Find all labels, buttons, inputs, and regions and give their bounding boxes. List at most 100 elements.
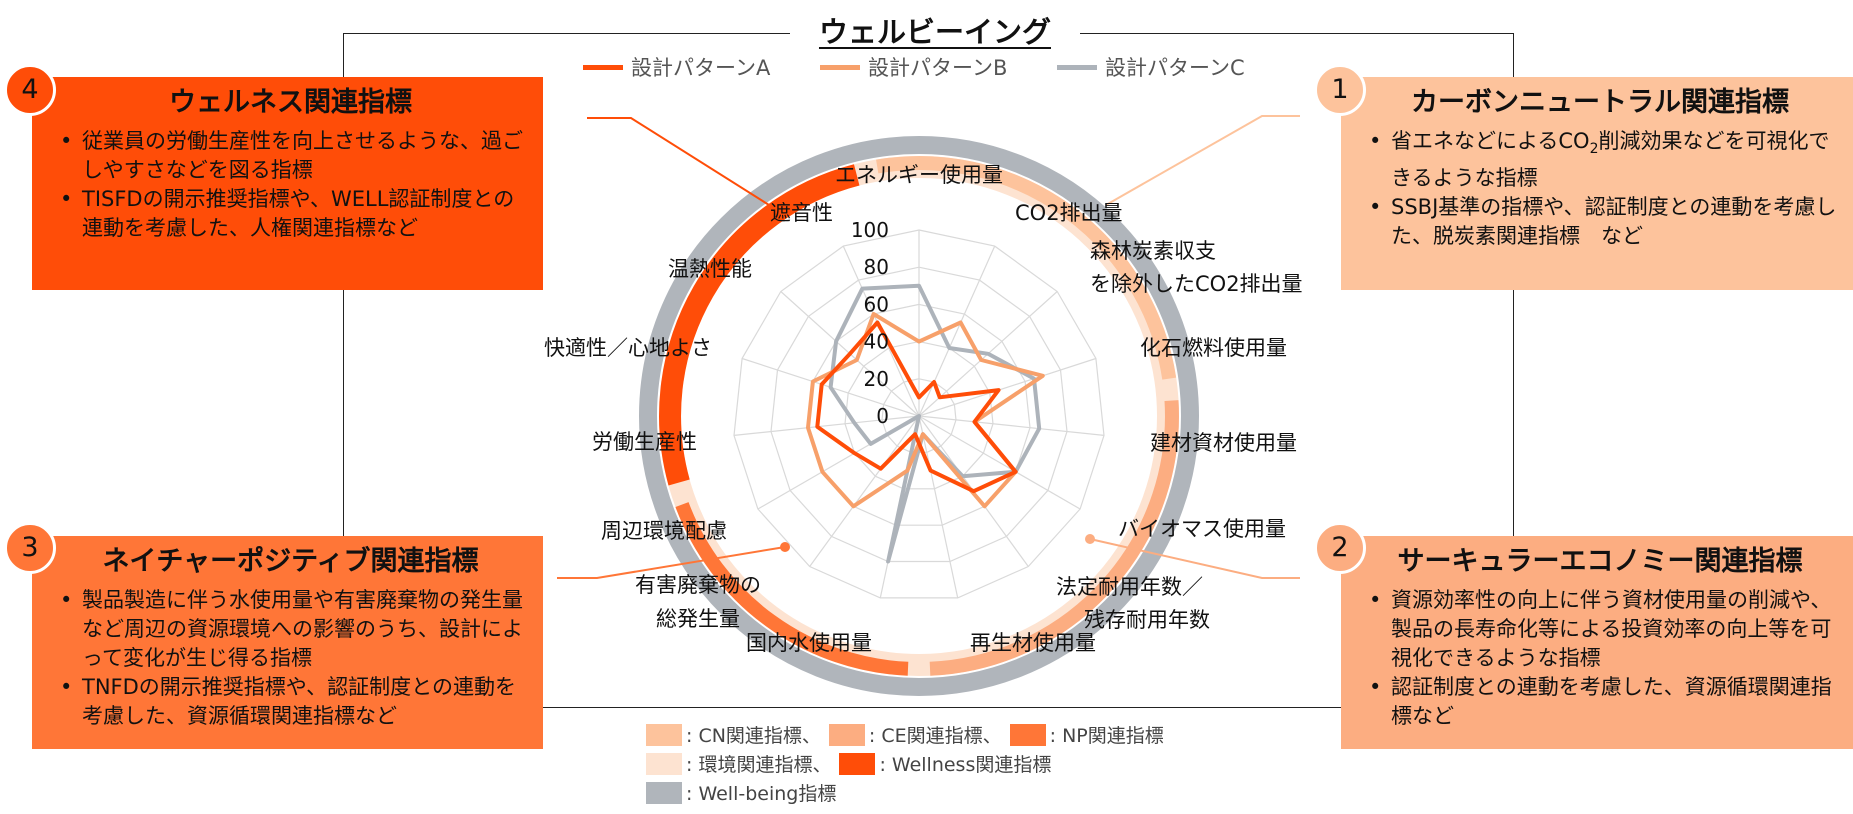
panel-nature-bullet-2: TNFDの開示推奨指標や、認証制度との連動を考慮した、資源循環関連指標など — [60, 673, 527, 731]
badge-wellness: 4 — [4, 64, 56, 116]
connector-circular-dot — [1085, 534, 1095, 544]
panel-carbon-bullet-2: SSBJ基準の指標や、認証制度との連動を考慮した、脱炭素関連指標 など — [1369, 193, 1837, 251]
series-line-c — [828, 283, 1042, 564]
legend-np: : NP関連指標 — [1009, 721, 1164, 748]
spoke-5 — [918, 415, 1081, 510]
legend-env-label: : 環境関連指標、 — [686, 754, 832, 776]
category-rings — [639, 136, 1199, 696]
legend-swatch-c — [1057, 64, 1097, 70]
category-legend-row-2: : 環境関連指標、 : Wellness関連指標 — [646, 749, 1172, 778]
panel-carbon-list: 省エネなどによるCO2削減効果などを可視化できるような指標 SSBJ基準の指標や… — [1363, 127, 1837, 251]
panel-nature-list: 製品製造に伴う水使用量や有害廃棄物の発生量など周辺の資源環境への影響のうち、設計… — [54, 586, 527, 731]
panel-wellness-title: ウェルネス関連指標 — [169, 87, 412, 118]
axis-label-13: 温熱性能 — [668, 257, 752, 281]
panel-carbon-bullet-1-pre: 省エネなどによるCO — [1391, 129, 1590, 153]
panel-wellness-bullet-1: 従業員の労働生産性を向上させるような、過ごしやすさなどを図る指標 — [60, 127, 527, 185]
legend-env: : 環境関連指標、 — [646, 750, 831, 777]
connector-nature — [557, 546, 786, 579]
badge-nature: 3 — [4, 522, 56, 574]
axis-label-3: 化石燃料使用量 — [1140, 336, 1287, 360]
axis-label-11: 労働生産性 — [592, 430, 697, 454]
panel-circular-bullet-2: 認証制度との連動を考慮した、資源循環関連指標など — [1369, 673, 1837, 731]
legend-np-label: : NP関連指標 — [1049, 725, 1164, 747]
panel-nature: ネイチャーポジティブ関連指標 製品製造に伴う水使用量や有害廃棄物の発生量など周辺… — [32, 536, 543, 749]
legend-series-a: 設計パターンA — [583, 52, 770, 82]
legend-cn-label: : CN関連指標、 — [686, 725, 821, 747]
axis-label-6-line-1: 法定耐用年数／ — [1056, 575, 1203, 599]
panel-connectors — [557, 115, 1300, 579]
legend-wellness: : Wellness関連指標 — [839, 750, 1051, 777]
ring-np — [675, 502, 909, 676]
legend-env-swatch — [646, 752, 682, 775]
connector-carbon — [1105, 115, 1300, 206]
axis-label-1: CO2排出量 — [1015, 201, 1123, 225]
panel-circular-bullet-1: 資源効率性の向上に伴う資材使用量の削減や、製品の長寿命化等による投資効率の向上等… — [1369, 586, 1837, 673]
panel-carbon-bullet-1: 省エネなどによるCO2削減効果などを可視化できるような指標 — [1369, 127, 1837, 193]
legend-wellness-swatch — [839, 752, 876, 775]
axis-label-2-line-2: を除外したCO2排出量 — [1090, 272, 1303, 296]
axis-label-14: 遮音性 — [770, 201, 833, 225]
category-legend-row-3: : Well-being指標 — [646, 778, 1172, 807]
panel-wellness-list: 従業員の労働生産性を向上させるような、過ごしやすさなどを図る指標 TISFDの開… — [54, 127, 527, 243]
axis-label-7: 再生材使用量 — [970, 631, 1096, 655]
category-legend: : CN関連指標、 : CE関連指標、 : NP関連指標 : 環境関連指標、 :… — [646, 720, 1172, 807]
legend-series-b: 設計パターンB — [820, 52, 1007, 82]
chart-title: ウェルビーイング — [790, 10, 1080, 54]
legend-wellbeing: : Well-being指標 — [646, 779, 836, 806]
legend-ce-label: : CE関連指標、 — [868, 725, 1002, 747]
tick-label-40: 40 — [864, 330, 889, 354]
axis-label-8: 国内水使用量 — [746, 631, 872, 655]
axis-label-6-line-2: 残存耐用年数 — [1084, 608, 1210, 632]
badge-carbon: 1 — [1314, 64, 1366, 116]
panel-wellness-bullet-2: TISFDの開示推奨指標や、WELL認証制度との連動を考慮した、人権関連指標など — [60, 185, 527, 243]
panel-circular-list: 資源効率性の向上に伴う資材使用量の削減や、製品の長寿命化等による投資効率の向上等… — [1363, 586, 1837, 731]
tick-label-0: 0 — [876, 404, 889, 428]
connector-wellness — [587, 117, 770, 206]
legend-ce: : CE関連指標、 — [828, 721, 1002, 748]
axis-label-0: エネルギー使用量 — [835, 163, 1003, 187]
grid-level-3 — [807, 303, 1031, 526]
radar-grid — [733, 229, 1105, 599]
grid-level-2 — [844, 340, 994, 490]
legend-label-a: 設計パターンA — [631, 56, 771, 80]
ring-cn — [876, 156, 1177, 380]
panel-nature-title: ネイチャーポジティブ関連指標 — [102, 546, 479, 577]
panel-circular-title: サーキュラーエコノミー関連指標 — [1397, 546, 1803, 577]
wellbeing-ring — [639, 136, 1199, 696]
panel-carbon-bullet-1-sub: 2 — [1589, 141, 1599, 158]
spoke-4 — [918, 415, 1105, 436]
connector-nature-dot — [780, 542, 790, 552]
panel-wellness: ウェルネス関連指標 従業員の労働生産性を向上させるような、過ごしやすさなどを図る… — [32, 77, 543, 290]
category-legend-row-1: : CN関連指標、 : CE関連指標、 : NP関連指標 — [646, 720, 1172, 749]
axis-label-9-line-2: 総発生量 — [656, 607, 740, 631]
legend-label-b: 設計パターンB — [868, 56, 1008, 80]
legend-cn-swatch — [646, 723, 682, 746]
axis-labels: エネルギー使用量 CO2排出量森林炭素収支を除外したCO2排出量化石燃料使用量建材… — [544, 163, 1303, 655]
tick-label-60: 60 — [864, 292, 889, 316]
legend-label-c: 設計パターンC — [1105, 56, 1245, 80]
panel-carbon-bullet-1-post: 削減効果などを可視化できるような指標 — [1391, 129, 1830, 191]
spoke-9 — [809, 415, 920, 567]
legend-wellbeing-label: : Well-being指標 — [686, 783, 837, 805]
legend-series-c: 設計パターンC — [1057, 52, 1245, 82]
legend-swatch-a — [583, 64, 623, 70]
legend-np-swatch — [1009, 723, 1046, 746]
panel-nature-bullet-1: 製品製造に伴う水使用量や有害廃棄物の発生量など周辺の資源環境への影響のうち、設計… — [60, 586, 527, 673]
spoke-1 — [918, 245, 996, 417]
grid-level-4 — [770, 266, 1068, 563]
axis-label-12: 快適性／心地よさ — [544, 336, 712, 360]
legend-swatch-b — [820, 64, 860, 70]
legend-wellness-label: : Wellness関連指標 — [879, 754, 1052, 776]
panel-carbon-title: カーボンニュートラル関連指標 — [1411, 87, 1789, 118]
axis-label-4: 建材資材使用量 — [1150, 431, 1297, 455]
axis-label-9-line-1: 有害廃棄物の — [635, 573, 761, 597]
ring-wellness — [659, 164, 860, 486]
panel-carbon: カーボンニュートラル関連指標 省エネなどによるCO2削減効果などを可視化できるよ… — [1341, 77, 1853, 290]
spoke-3 — [918, 357, 1097, 417]
axis-label-2-line-1: 森林炭素収支 — [1090, 239, 1216, 263]
legend-ce-swatch — [828, 723, 865, 746]
series-line-a — [815, 320, 1018, 494]
ring-ce — [929, 400, 1179, 676]
